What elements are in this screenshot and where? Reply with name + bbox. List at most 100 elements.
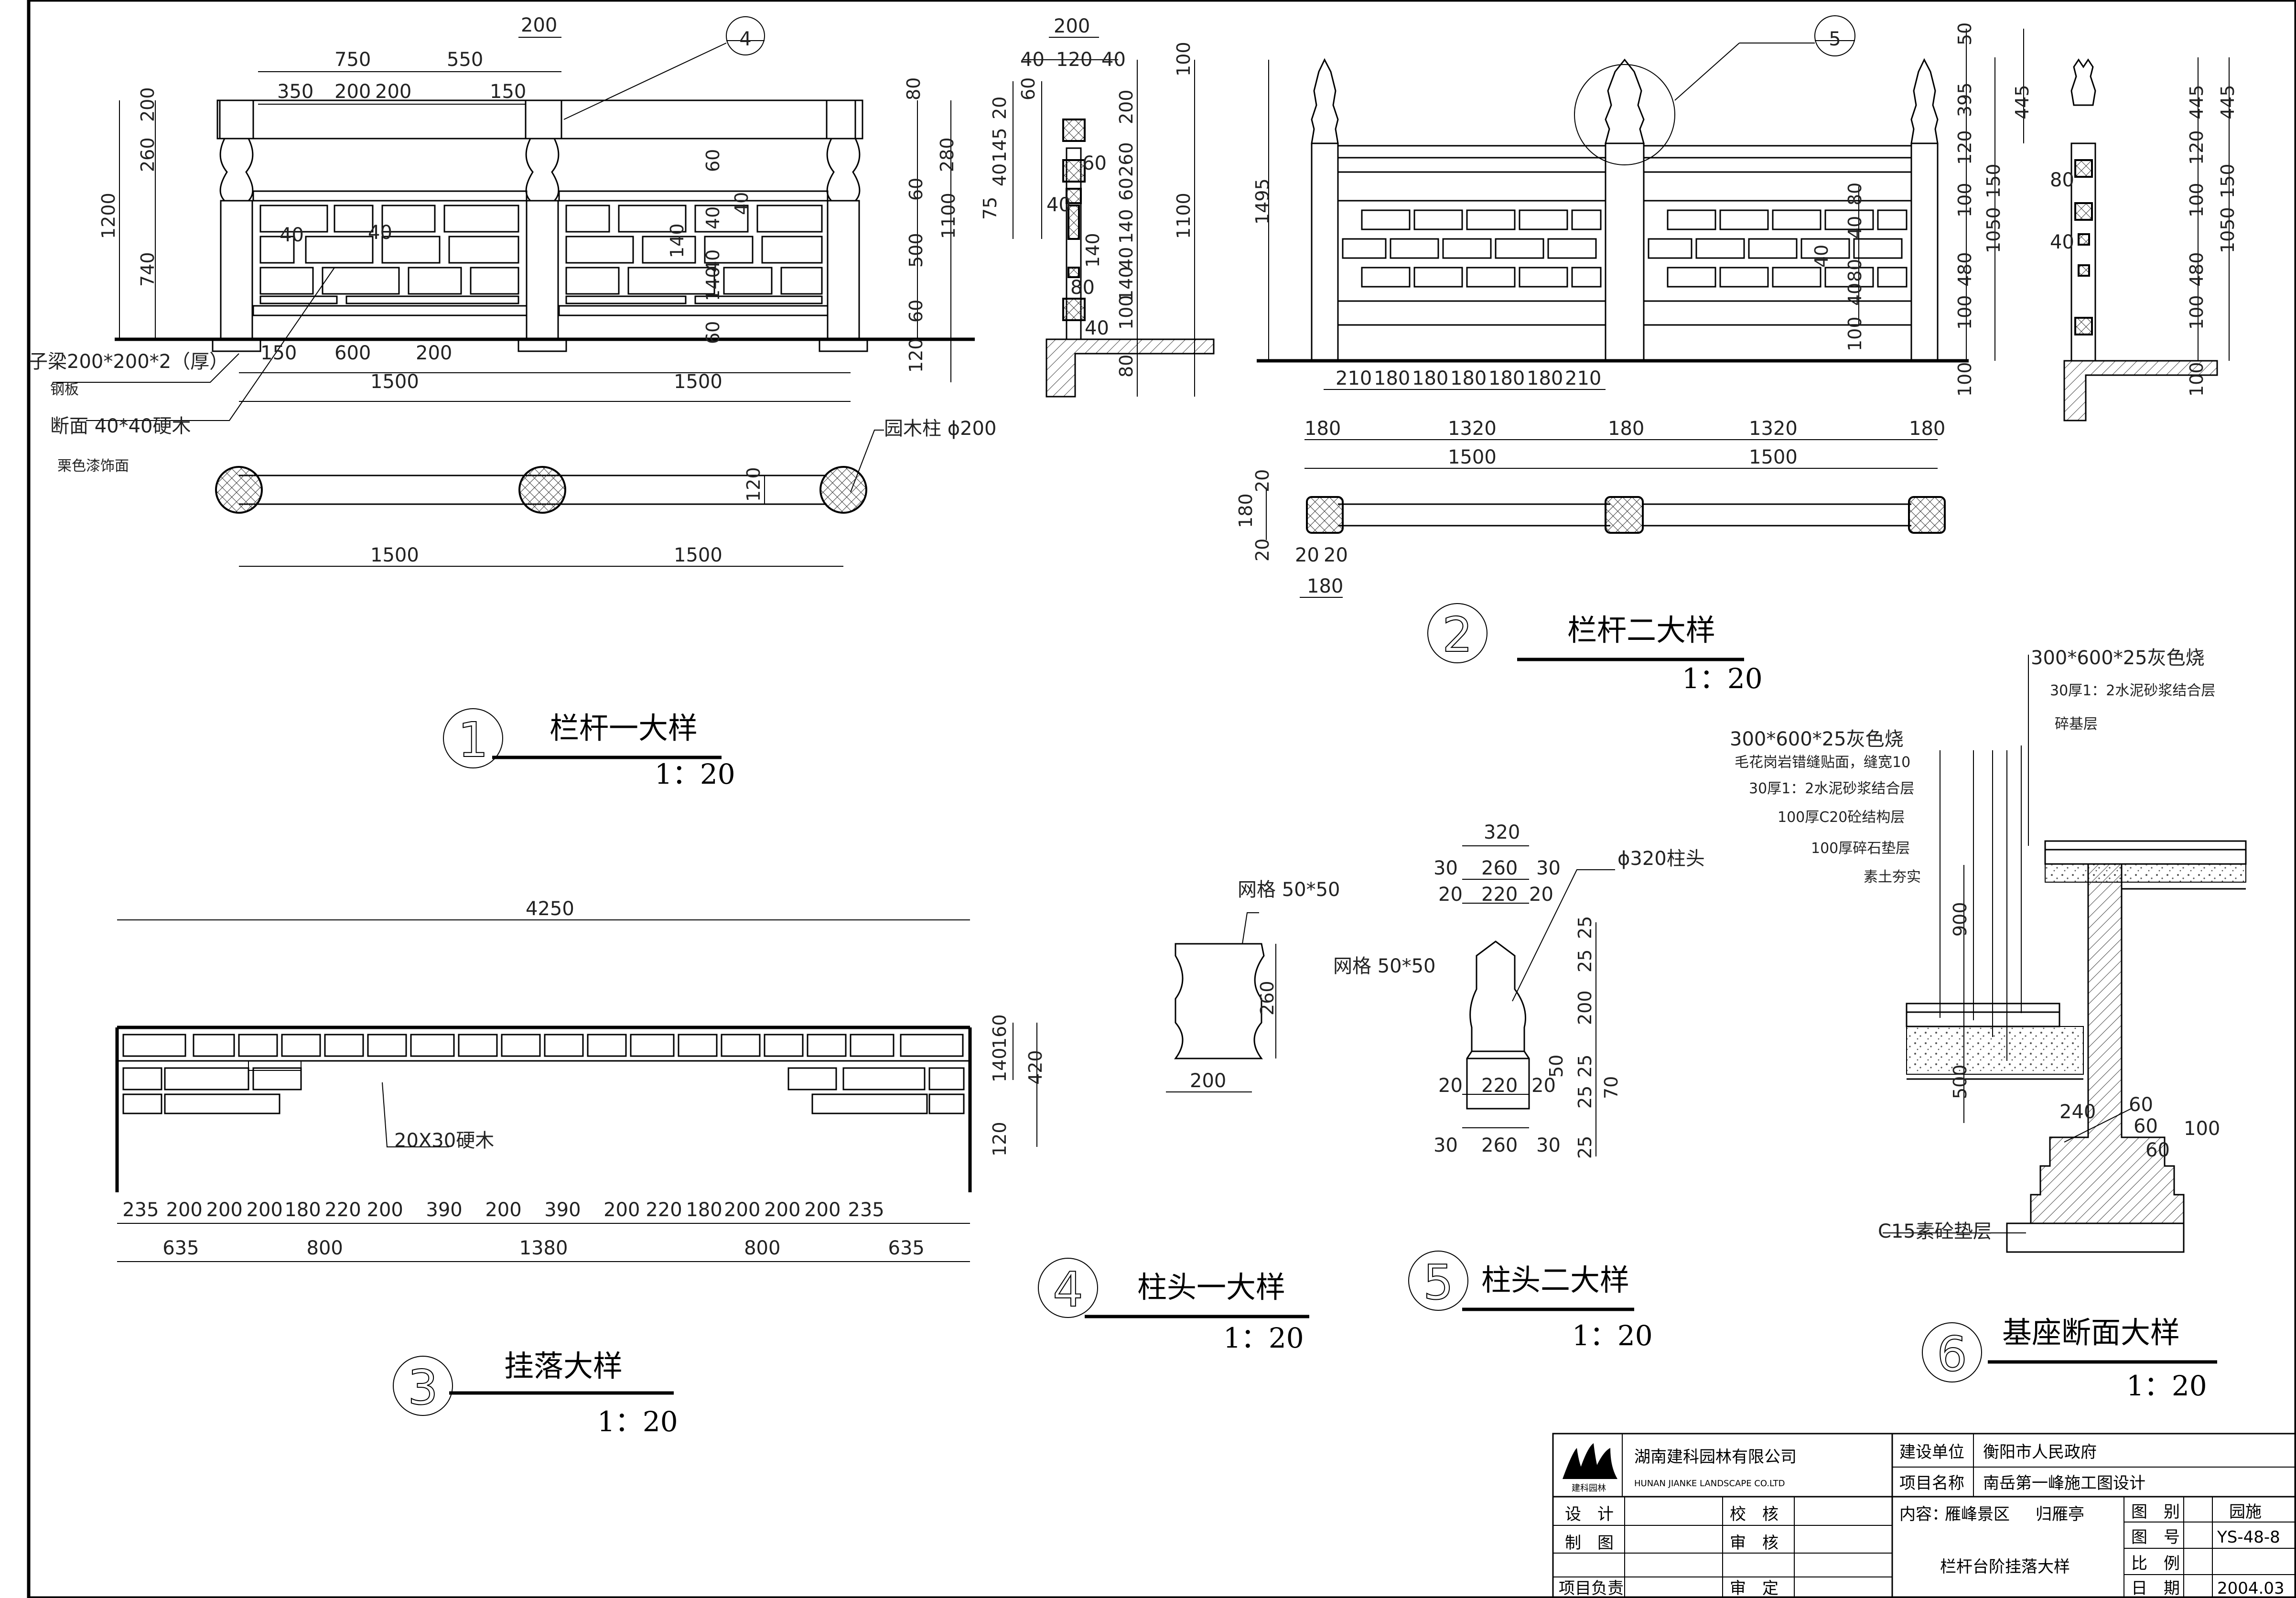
dim: 40 xyxy=(1811,245,1832,268)
title-4-number: 4 xyxy=(1053,1262,1083,1317)
dim: 40 xyxy=(1046,194,1071,216)
dim: 1050 xyxy=(2217,207,2238,253)
dim: 1320 xyxy=(1448,418,1497,440)
fascia-segment-dim-12: 180 xyxy=(686,1199,722,1221)
dim: 480 xyxy=(1954,252,1975,287)
dim: 445 xyxy=(2012,85,2033,119)
date-value: 2004.03 xyxy=(2217,1579,2285,1598)
company-logo: 建科园林 xyxy=(1563,1443,1617,1493)
scale-label: 比 例 xyxy=(2131,1554,2180,1573)
dim: 1500 xyxy=(1749,446,1798,468)
note-chestnut-finish: 栗色漆饰面 xyxy=(57,458,129,475)
dim: 145 xyxy=(989,128,1010,162)
note-base-layer: 碎基层 xyxy=(2055,716,2098,733)
dim: 40 xyxy=(368,222,392,244)
dim: 200 xyxy=(521,14,557,36)
dim: 550 xyxy=(447,49,483,71)
dim: 210 xyxy=(1565,367,1601,389)
dim: 80 xyxy=(1070,277,1095,299)
note-stagger-joint: 毛花岗岩错缝贴面，缝宽10 xyxy=(1735,754,1910,771)
dim: 445 xyxy=(2186,85,2207,119)
title-4-text: 柱头一大样 xyxy=(1137,1270,1285,1305)
fascia-segment-dim-8: 200 xyxy=(485,1199,521,1221)
note-gravel-layer: 100厚碎石垫层 xyxy=(1811,840,1910,857)
dim: 220 xyxy=(1481,1075,1518,1097)
title-6-scale: 1：20 xyxy=(2126,1370,2207,1402)
note-wall-240: 240 xyxy=(2059,1101,2096,1123)
title-5-number: 5 xyxy=(1423,1254,1454,1310)
dim: 750 xyxy=(334,49,371,71)
note-granite-lower: 300*600*25灰色烧 xyxy=(1730,728,1904,750)
dim: 1500 xyxy=(674,371,722,393)
fascia-segment-dim-5: 220 xyxy=(324,1199,361,1221)
dim: 500 xyxy=(905,233,927,268)
dim: 200 xyxy=(416,342,452,364)
dim: 100 xyxy=(1954,362,1975,397)
dim: 80 xyxy=(1116,355,1137,378)
note-hardwood-20x30: 20X30硬木 xyxy=(394,1130,494,1152)
dim: 60 xyxy=(2145,1139,2170,1161)
railing-2-section xyxy=(2063,57,2230,421)
dim: 180 xyxy=(1304,418,1341,440)
fascia-segment-dim-11: 220 xyxy=(646,1199,682,1221)
railing-2-plan xyxy=(1266,487,1946,598)
railing-1-elevation: 4 xyxy=(53,16,975,493)
title-1-text: 栏杆一大样 xyxy=(550,711,698,745)
sheet-border xyxy=(27,0,2296,1598)
note-compacted-soil: 素土夯实 xyxy=(1864,869,1921,885)
check-label: 校 核 xyxy=(1730,1505,1779,1524)
dim: 4250 xyxy=(526,898,574,920)
title-3-text: 挂落大样 xyxy=(504,1349,623,1383)
dim: 200 xyxy=(1054,15,1090,37)
dim: 120 xyxy=(1056,49,1092,71)
dim: 20 xyxy=(1252,539,1273,561)
dim: 20 xyxy=(1324,544,1348,566)
fascia-segment-dim-13: 200 xyxy=(724,1199,760,1221)
dim: 320 xyxy=(1484,821,1520,843)
dim: 180 xyxy=(1412,367,1448,389)
dim: 20 xyxy=(1438,1075,1463,1097)
dim: 120 xyxy=(905,338,927,373)
title-5-scale: 1：20 xyxy=(1572,1319,1653,1352)
logo-text: 建科园林 xyxy=(1572,1483,1606,1493)
title-1-scale: 1：20 xyxy=(655,758,735,790)
title-6: 6 基座断面大样 1：20 xyxy=(1922,1315,2217,1402)
callout-5-label: 5 xyxy=(1829,28,1841,50)
content-value-sheet: 栏杆台阶挂落大样 xyxy=(1940,1557,2070,1576)
dim: 100 xyxy=(2186,362,2207,397)
dim: 200 xyxy=(1190,1070,1226,1092)
note-c15-layer: C15素砼垫层 xyxy=(1878,1220,1992,1242)
draw-label: 制 图 xyxy=(1565,1533,1614,1553)
note-round-post: 园木柱 ϕ200 xyxy=(884,418,996,440)
dim: 100 xyxy=(2186,295,2207,330)
fascia-group-dim-1: 800 xyxy=(307,1237,343,1259)
dim: 40 xyxy=(1844,283,1865,306)
dim: 40 xyxy=(1020,49,1045,71)
dim: 150 xyxy=(490,81,526,103)
dim: 40 xyxy=(731,192,752,215)
fascia-group-dim-3: 800 xyxy=(744,1237,780,1259)
dim: 180 xyxy=(1527,367,1563,389)
dim: 80 xyxy=(2050,169,2074,191)
dim: 30 xyxy=(1536,857,1561,879)
dim: 200 xyxy=(1116,89,1137,124)
note-steel-plate: 子梁200*200*2（厚） xyxy=(29,351,228,373)
fascia-segment-dim-2: 200 xyxy=(206,1199,243,1221)
dim: 60 xyxy=(702,149,723,172)
dim: 480 xyxy=(2186,252,2207,287)
title-2-number: 2 xyxy=(1442,607,1473,663)
dim: 140 xyxy=(1082,233,1103,268)
title-5: 5 柱头二大样 1：20 xyxy=(1408,1251,1653,1352)
company-name: 湖南建科园林有限公司 xyxy=(1634,1447,1797,1467)
dim: 40 xyxy=(280,224,304,246)
dimension-labels: 750 550 200 350 200 200 150 200 260 740 … xyxy=(98,14,2238,1259)
note-grid-2: 网格 50*50 xyxy=(1333,955,1436,977)
content-label: 内容： xyxy=(1899,1505,1948,1524)
fascia-segment-dim-15: 200 xyxy=(804,1199,841,1221)
fascia-segment-dim-4: 180 xyxy=(284,1199,321,1221)
dim: 120 xyxy=(1954,130,1975,165)
railing-2-elevation: 5 xyxy=(1257,15,2024,469)
fascia-group-dim-2: 1380 xyxy=(519,1237,568,1259)
